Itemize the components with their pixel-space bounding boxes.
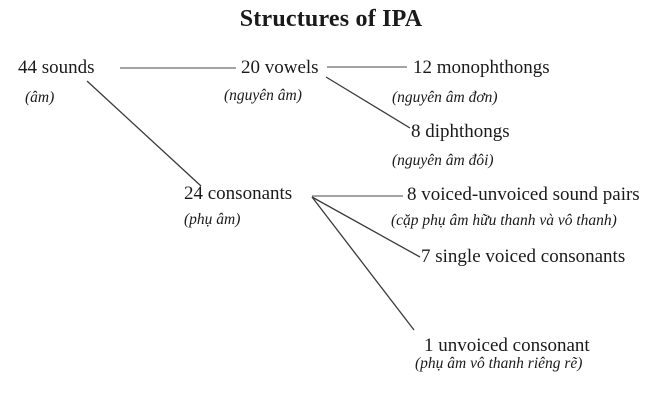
- node-44-sounds-translation: (âm): [25, 89, 55, 106]
- node-20-vowels: 20 vowels: [241, 57, 319, 78]
- node-1-unvoiced-consonant: 1 unvoiced consonant: [424, 335, 590, 356]
- node-24-consonants-translation: (phụ âm): [184, 211, 241, 228]
- node-7-single-voiced-consonants: 7 single voiced consonants: [421, 246, 626, 267]
- node-24-consonants: 24 consonants: [184, 183, 293, 204]
- node-8-diphthongs: 8 diphthongs: [411, 121, 510, 142]
- node-12-monophthongs: 12 monophthongs: [413, 57, 550, 78]
- node-20-vowels-translation: (nguyên âm): [224, 87, 302, 104]
- edge-consonants-to-unvoiced: [311, 196, 415, 331]
- edge-sounds-to-consonants: [86, 80, 202, 187]
- node-8-voiced-unvoiced-pairs: 8 voiced-unvoiced sound pairs: [407, 184, 640, 205]
- node-44-sounds: 44 sounds: [18, 57, 95, 78]
- node-8-diphthongs-translation: (nguyên âm đôi): [392, 152, 494, 169]
- diagram-title: Structures of IPA: [239, 6, 423, 32]
- node-8-voiced-unvoiced-pairs-translation: (cặp phụ âm hữu thanh và vô thanh): [391, 212, 617, 229]
- node-1-unvoiced-consonant-translation: (phụ âm vô thanh riêng rẽ): [415, 355, 583, 372]
- edge-vowels-to-diphthongs: [325, 76, 411, 129]
- node-12-monophthongs-translation: (nguyên âm đơn): [392, 89, 498, 106]
- edge-consonants-to-single: [311, 196, 421, 258]
